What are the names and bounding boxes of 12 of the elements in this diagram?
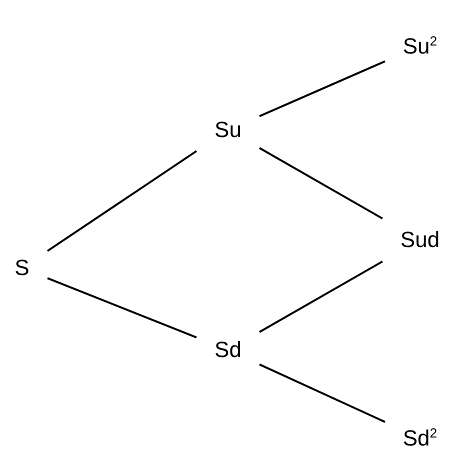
connector-line [259,147,383,220]
node-label: S [14,255,30,280]
node-label: Sd [214,337,242,362]
node-label: Su [214,117,242,142]
node-label: Sud [400,227,440,252]
connector-line [259,60,386,118]
connector-line [259,364,386,423]
connector-line [259,260,383,333]
node-label: Su$^{2}$ [402,33,438,58]
connector-line [46,150,198,252]
node-label: Sd$^{2}$ [402,425,438,450]
connector-line [47,277,197,338]
